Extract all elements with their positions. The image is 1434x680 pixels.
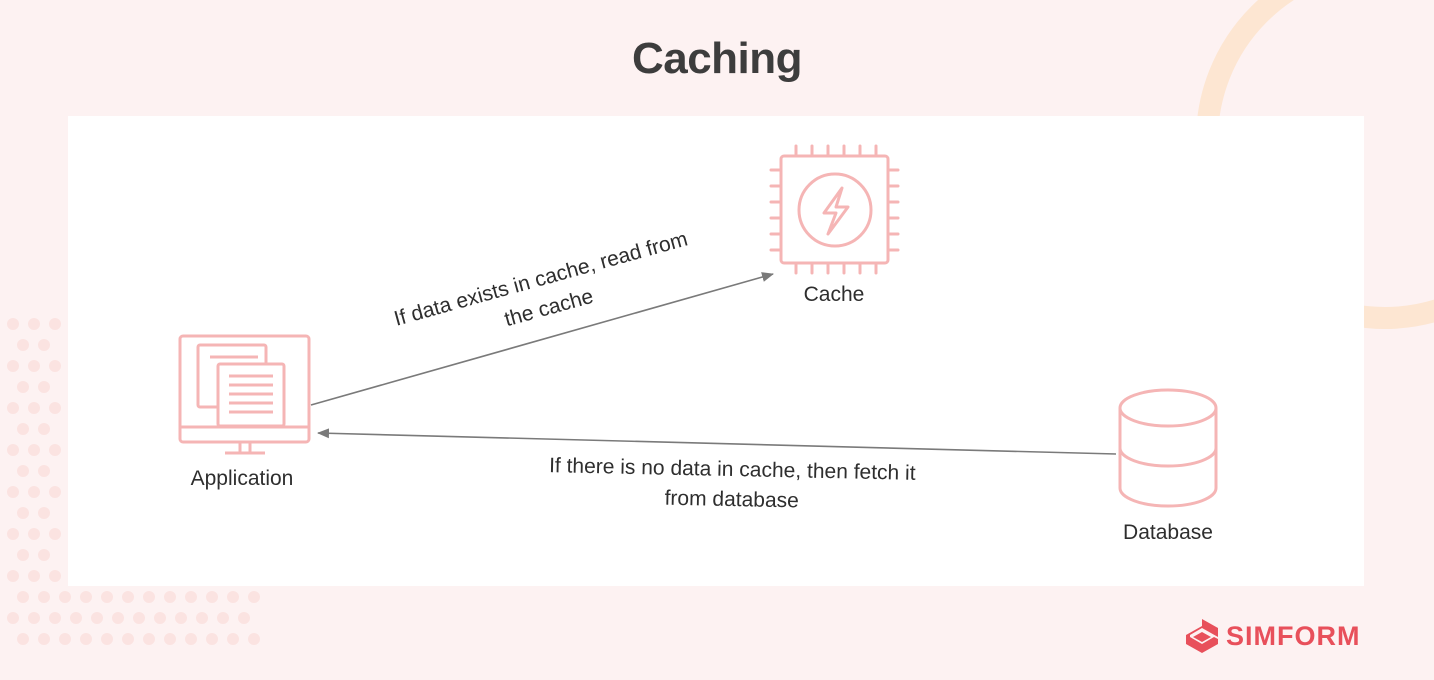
decor-dot <box>227 591 239 603</box>
brand-logo: SIMFORM <box>1184 617 1361 655</box>
decor-dot <box>28 528 40 540</box>
decor-dot <box>17 465 29 477</box>
decor-dot <box>49 318 61 330</box>
cache-label: Cache <box>803 283 865 306</box>
decor-dot <box>17 633 29 645</box>
decor-dot <box>164 591 176 603</box>
decor-dot <box>196 612 208 624</box>
decor-dot <box>248 633 260 645</box>
edge-label-database-to-app: If there is no data in cache, then fetch… <box>501 450 962 520</box>
page-title: Caching <box>631 34 803 83</box>
decor-dot <box>49 570 61 582</box>
decor-dot <box>49 444 61 456</box>
database-cylinder-icon <box>1118 388 1218 508</box>
decor-dot <box>49 612 61 624</box>
decor-dot <box>38 591 50 603</box>
decor-dot <box>7 570 19 582</box>
decor-dot <box>112 612 124 624</box>
decor-dot <box>101 591 113 603</box>
database-label: Database <box>1123 521 1213 544</box>
application-monitor-icon <box>178 334 311 455</box>
decor-dot <box>133 612 145 624</box>
decor-dot <box>217 612 229 624</box>
decor-dot <box>38 549 50 561</box>
diagram-panel: Application Cache Database If data exist… <box>68 116 1364 586</box>
decor-dot <box>17 591 29 603</box>
brand-name: SIMFORM <box>1226 620 1361 651</box>
decor-dot <box>80 591 92 603</box>
decor-dot <box>154 612 166 624</box>
decor-dot <box>91 612 103 624</box>
decor-dot <box>49 402 61 414</box>
decor-dot <box>17 423 29 435</box>
decor-dot <box>49 528 61 540</box>
decor-dot <box>227 633 239 645</box>
decor-dot <box>28 570 40 582</box>
decor-dot <box>7 528 19 540</box>
decor-dot <box>49 360 61 372</box>
decor-dot <box>28 486 40 498</box>
decor-dot <box>7 360 19 372</box>
decor-dot <box>164 633 176 645</box>
decor-dot <box>7 612 19 624</box>
decor-dot <box>7 318 19 330</box>
decor-dot <box>17 339 29 351</box>
decor-dot <box>7 402 19 414</box>
decor-dot <box>28 360 40 372</box>
decor-dot <box>38 633 50 645</box>
decor-dot-grid <box>7 318 260 645</box>
decor-dot <box>206 591 218 603</box>
decor-dot <box>38 507 50 519</box>
decor-dot <box>185 591 197 603</box>
decor-dot <box>7 486 19 498</box>
decor-dot <box>28 402 40 414</box>
decor-dot <box>143 591 155 603</box>
simform-logo-icon <box>1186 619 1218 653</box>
decor-dot <box>59 633 71 645</box>
decor-dot <box>49 486 61 498</box>
decor-dot <box>38 381 50 393</box>
decor-dot <box>38 339 50 351</box>
decor-dot <box>7 444 19 456</box>
decor-dot <box>185 633 197 645</box>
decor-dot <box>28 318 40 330</box>
decor-dot <box>38 423 50 435</box>
decor-dot <box>175 612 187 624</box>
decor-dot <box>17 507 29 519</box>
decor-dot <box>122 591 134 603</box>
decor-dot <box>59 591 71 603</box>
arrow-database-to-app <box>317 428 1117 455</box>
decor-dot <box>122 633 134 645</box>
decor-dot <box>70 612 82 624</box>
application-label: Application <box>190 467 294 490</box>
decor-dot <box>143 633 155 645</box>
decor-dot <box>238 612 250 624</box>
decor-dot <box>38 465 50 477</box>
cache-chip-icon <box>769 144 900 275</box>
decor-dot <box>17 549 29 561</box>
decor-dot <box>80 633 92 645</box>
decor-dot <box>101 633 113 645</box>
decor-dot <box>206 633 218 645</box>
decor-dot <box>28 444 40 456</box>
decor-dot <box>248 591 260 603</box>
decor-dot <box>17 381 29 393</box>
decor-dot <box>28 612 40 624</box>
arrow-app-to-cache <box>310 272 774 406</box>
diagram-canvas <box>178 144 1218 508</box>
